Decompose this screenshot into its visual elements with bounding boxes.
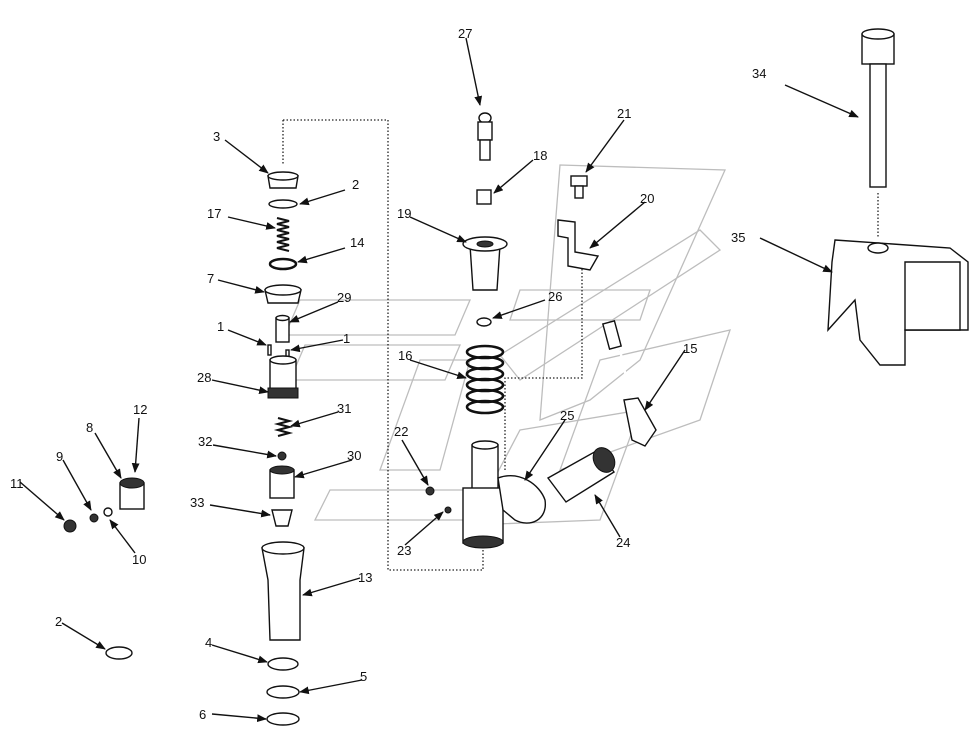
label-13: 13 [358,570,372,585]
label-32: 32 [198,434,212,449]
label-19: 19 [397,206,411,221]
part-19-retainer [462,236,508,291]
label-31: 31 [337,401,351,416]
part-24-sleeve [546,447,616,503]
part-35-bracket [827,239,969,366]
label-9: 9 [56,449,63,464]
label-2: 2 [352,177,359,192]
label-15: 15 [683,341,697,356]
label-24: 24 [616,535,630,550]
part-3-cap [267,171,299,189]
part-8-cap [119,477,145,510]
part-2-spare-washer [105,646,133,660]
part-27-valve [477,112,493,161]
label-10: 10 [132,552,146,567]
label-30: 30 [347,448,361,463]
label-11: 11 [10,476,24,491]
part-7-seat [264,284,302,304]
label-12: 12 [133,402,147,417]
part-10-washer [103,507,113,517]
part-15-link [601,320,657,447]
label-16: 16 [398,348,412,363]
label-6: 6 [199,707,206,722]
part-32-ball [277,451,287,461]
label-34: 34 [752,66,766,81]
part-2-washer [268,199,298,209]
part-6-ring [266,712,300,726]
label-33: 33 [190,495,204,510]
label-17: 17 [207,206,221,221]
label-1: 1 [217,319,224,334]
part-13-nozzle-body [261,541,305,641]
label-29: 29 [337,290,351,305]
part-34-bolt [861,28,895,188]
label-28: 28 [197,370,211,385]
label-26: 26 [548,289,562,304]
label-20: 20 [640,191,654,206]
label-5: 5 [360,669,367,684]
label-18: 18 [533,148,547,163]
part-16-spring [465,344,505,415]
part-11-nut [63,519,77,533]
part-9-seal [89,513,99,523]
label-14: 14 [350,235,364,250]
leader-arrows [19,37,859,723]
label-27: 27 [458,26,472,41]
part-labels: 3 2 17 14 7 29 1 1 28 31 32 30 33 13 4 5… [10,26,766,722]
part-20-bracket [557,219,600,271]
part-1-pin-a [267,344,272,356]
part-28-barrel [267,355,299,399]
label-23: 23 [397,543,411,558]
part-4-ring [267,657,299,671]
part-33-cone [271,509,293,527]
label-4: 4 [205,635,212,650]
label-8: 8 [86,420,93,435]
label-1b: 1 [343,331,350,346]
part-14-oring [268,257,298,271]
label-25: 25 [560,408,574,423]
watermark-logo [284,164,731,526]
label-2b: 2 [55,614,62,629]
label-3: 3 [213,129,220,144]
part-18-spacer [476,189,492,205]
label-35: 35 [731,230,745,245]
part-29-plunger [275,314,290,343]
part-17-spring [276,217,290,252]
part-23-ball [444,506,452,514]
part-26-clip [476,317,492,327]
label-7: 7 [207,271,214,286]
part-21-screw [570,175,588,199]
part-5-ring [266,685,300,699]
part-rocker-body [462,440,546,549]
assembly-bracket-lines [282,119,879,571]
part-30-sleeve [269,465,295,499]
label-22: 22 [394,424,408,439]
part-22-ball [425,486,435,496]
part-31-spring [273,416,294,438]
label-21: 21 [617,106,631,121]
